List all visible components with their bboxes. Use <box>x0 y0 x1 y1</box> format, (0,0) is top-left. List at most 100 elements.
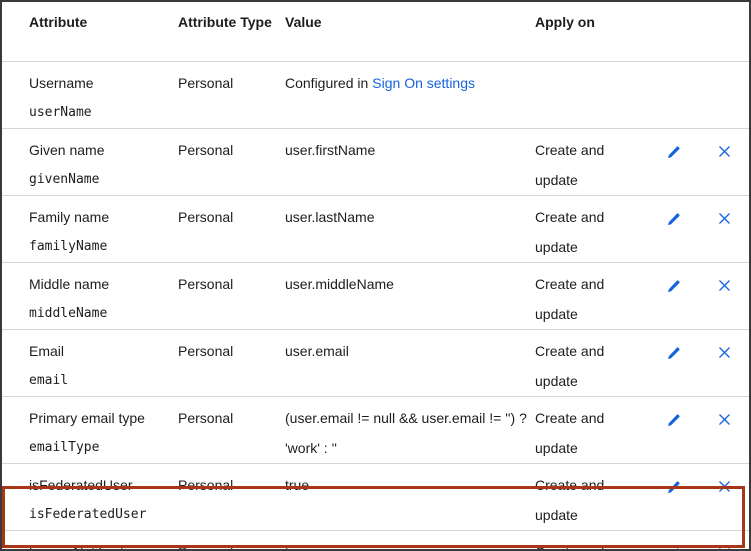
pencil-icon <box>666 279 681 297</box>
edit-attribute-button[interactable] <box>664 545 683 549</box>
value-cell: user.firstName <box>285 127 535 195</box>
delete-attribute-button[interactable] <box>716 210 733 227</box>
attribute-variable: familyName <box>29 238 108 254</box>
attribute-label: isFederatedUser <box>29 476 133 493</box>
pencil-icon <box>666 413 681 431</box>
edit-cell <box>647 529 699 549</box>
delete-attribute-button[interactable] <box>716 277 733 294</box>
edit-attribute-button[interactable] <box>664 210 683 229</box>
x-icon <box>718 547 731 549</box>
column-header-delete <box>699 2 749 61</box>
table-row: Primary email type emailType Personal (u… <box>2 395 749 463</box>
attribute-label: Username <box>29 74 94 91</box>
apply-on-cell: Create and update <box>535 261 647 329</box>
delete-cell <box>699 194 749 262</box>
attribute-label: Given name <box>29 141 105 158</box>
delete-attribute-button[interactable] <box>716 344 733 361</box>
edit-cell <box>647 328 699 396</box>
value-cell: true <box>285 529 535 550</box>
attribute-variable: emailType <box>29 439 100 455</box>
column-header-attribute-type: Attribute Type <box>178 14 272 30</box>
column-header-apply-on: Apply on <box>535 14 595 30</box>
table-row: Username userName Personal Configured in… <box>2 60 749 128</box>
column-header-edit <box>647 2 699 61</box>
value-text: true <box>285 544 309 550</box>
attribute-variable: email <box>29 372 69 388</box>
delete-attribute-button[interactable] <box>716 478 733 495</box>
attribute-type-cell: Personal <box>178 395 285 463</box>
x-icon <box>718 212 731 228</box>
attribute-variable: isFederatedUser <box>29 506 147 522</box>
attribute-type-cell: Personal <box>178 462 285 530</box>
edit-attribute-button[interactable] <box>664 344 683 363</box>
apply-on-cell: Create and update <box>535 328 647 396</box>
table-header: Attribute Attribute Type Value Apply on <box>2 2 749 61</box>
edit-cell <box>647 127 699 195</box>
delete-cell <box>699 462 749 530</box>
pencil-icon <box>666 346 681 364</box>
attribute-label: Primary email type <box>29 409 145 426</box>
table-row: isFederatedUser isFederatedUser Personal… <box>2 462 749 530</box>
apply-on-cell: Create and update <box>535 529 647 549</box>
column-header-attribute: Attribute <box>29 14 88 30</box>
edit-cell <box>647 395 699 463</box>
apply-on-cell: Create and update <box>535 462 647 530</box>
value-text: user.email <box>285 342 349 359</box>
x-icon <box>718 145 731 161</box>
value-text: Configured in <box>285 74 369 91</box>
pencil-icon <box>666 480 681 498</box>
value-cell: user.middleName <box>285 261 535 329</box>
x-icon <box>718 279 731 295</box>
edit-attribute-button[interactable] <box>664 478 683 497</box>
value-cell: (user.email != null && user.email != '')… <box>285 395 535 463</box>
delete-cell <box>699 261 749 329</box>
value-cell: user.lastName <box>285 194 535 262</box>
table-row: Email email Personal user.email Create a… <box>2 328 749 396</box>
attribute-type-cell: Personal <box>178 529 285 549</box>
delete-cell <box>699 529 749 549</box>
delete-attribute-button[interactable] <box>716 545 733 549</box>
edit-cell <box>647 462 699 530</box>
value-cell: true <box>285 462 535 530</box>
x-icon <box>718 480 731 496</box>
attribute-label: Middle name <box>29 275 110 292</box>
edit-attribute-button[interactable] <box>664 411 683 430</box>
attribute-variable: userName <box>29 104 92 120</box>
attribute-cell: isFederatedUser isFederatedUser <box>2 462 178 530</box>
value-text: user.middleName <box>285 275 394 292</box>
delete-attribute-button[interactable] <box>716 143 733 160</box>
apply-on-cell <box>535 60 647 128</box>
delete-cell <box>699 395 749 463</box>
header-row: Attribute Attribute Type Value Apply on <box>2 2 749 61</box>
delete-cell <box>699 127 749 195</box>
table-body: Username userName Personal Configured in… <box>2 60 749 550</box>
pencil-icon <box>666 145 681 163</box>
attribute-type-cell: Personal <box>178 328 285 396</box>
attribute-cell: Email email <box>2 328 178 396</box>
table-row: Family name familyName Personal user.las… <box>2 194 749 262</box>
sign-on-settings-link[interactable]: Sign On settings <box>372 74 476 91</box>
table-row: Middle name middleName Personal user.mid… <box>2 261 749 329</box>
value-text: user.lastName <box>285 208 375 225</box>
attribute-type-cell: Personal <box>178 194 285 262</box>
delete-cell <box>699 60 749 128</box>
attribute-cell: Username userName <box>2 60 178 128</box>
table-row: bypassNotification bypassNotification Pe… <box>2 529 749 550</box>
edit-attribute-button[interactable] <box>664 143 683 162</box>
edit-attribute-button[interactable] <box>664 277 683 296</box>
apply-on-cell: Create and update <box>535 127 647 195</box>
attribute-variable: middleName <box>29 305 108 321</box>
delete-attribute-button[interactable] <box>716 411 733 428</box>
value-cell: user.email <box>285 328 535 396</box>
table-row: Given name givenName Personal user.first… <box>2 127 749 195</box>
attribute-label: Family name <box>29 208 110 225</box>
attribute-label: bypassNotification <box>29 537 172 550</box>
apply-on-cell: Create and update <box>535 395 647 463</box>
attribute-label: Email <box>29 342 65 359</box>
value-text: true <box>285 476 310 493</box>
attribute-cell: bypassNotification bypassNotification <box>2 529 178 550</box>
edit-cell <box>647 261 699 329</box>
attribute-type-cell: Personal <box>178 127 285 195</box>
